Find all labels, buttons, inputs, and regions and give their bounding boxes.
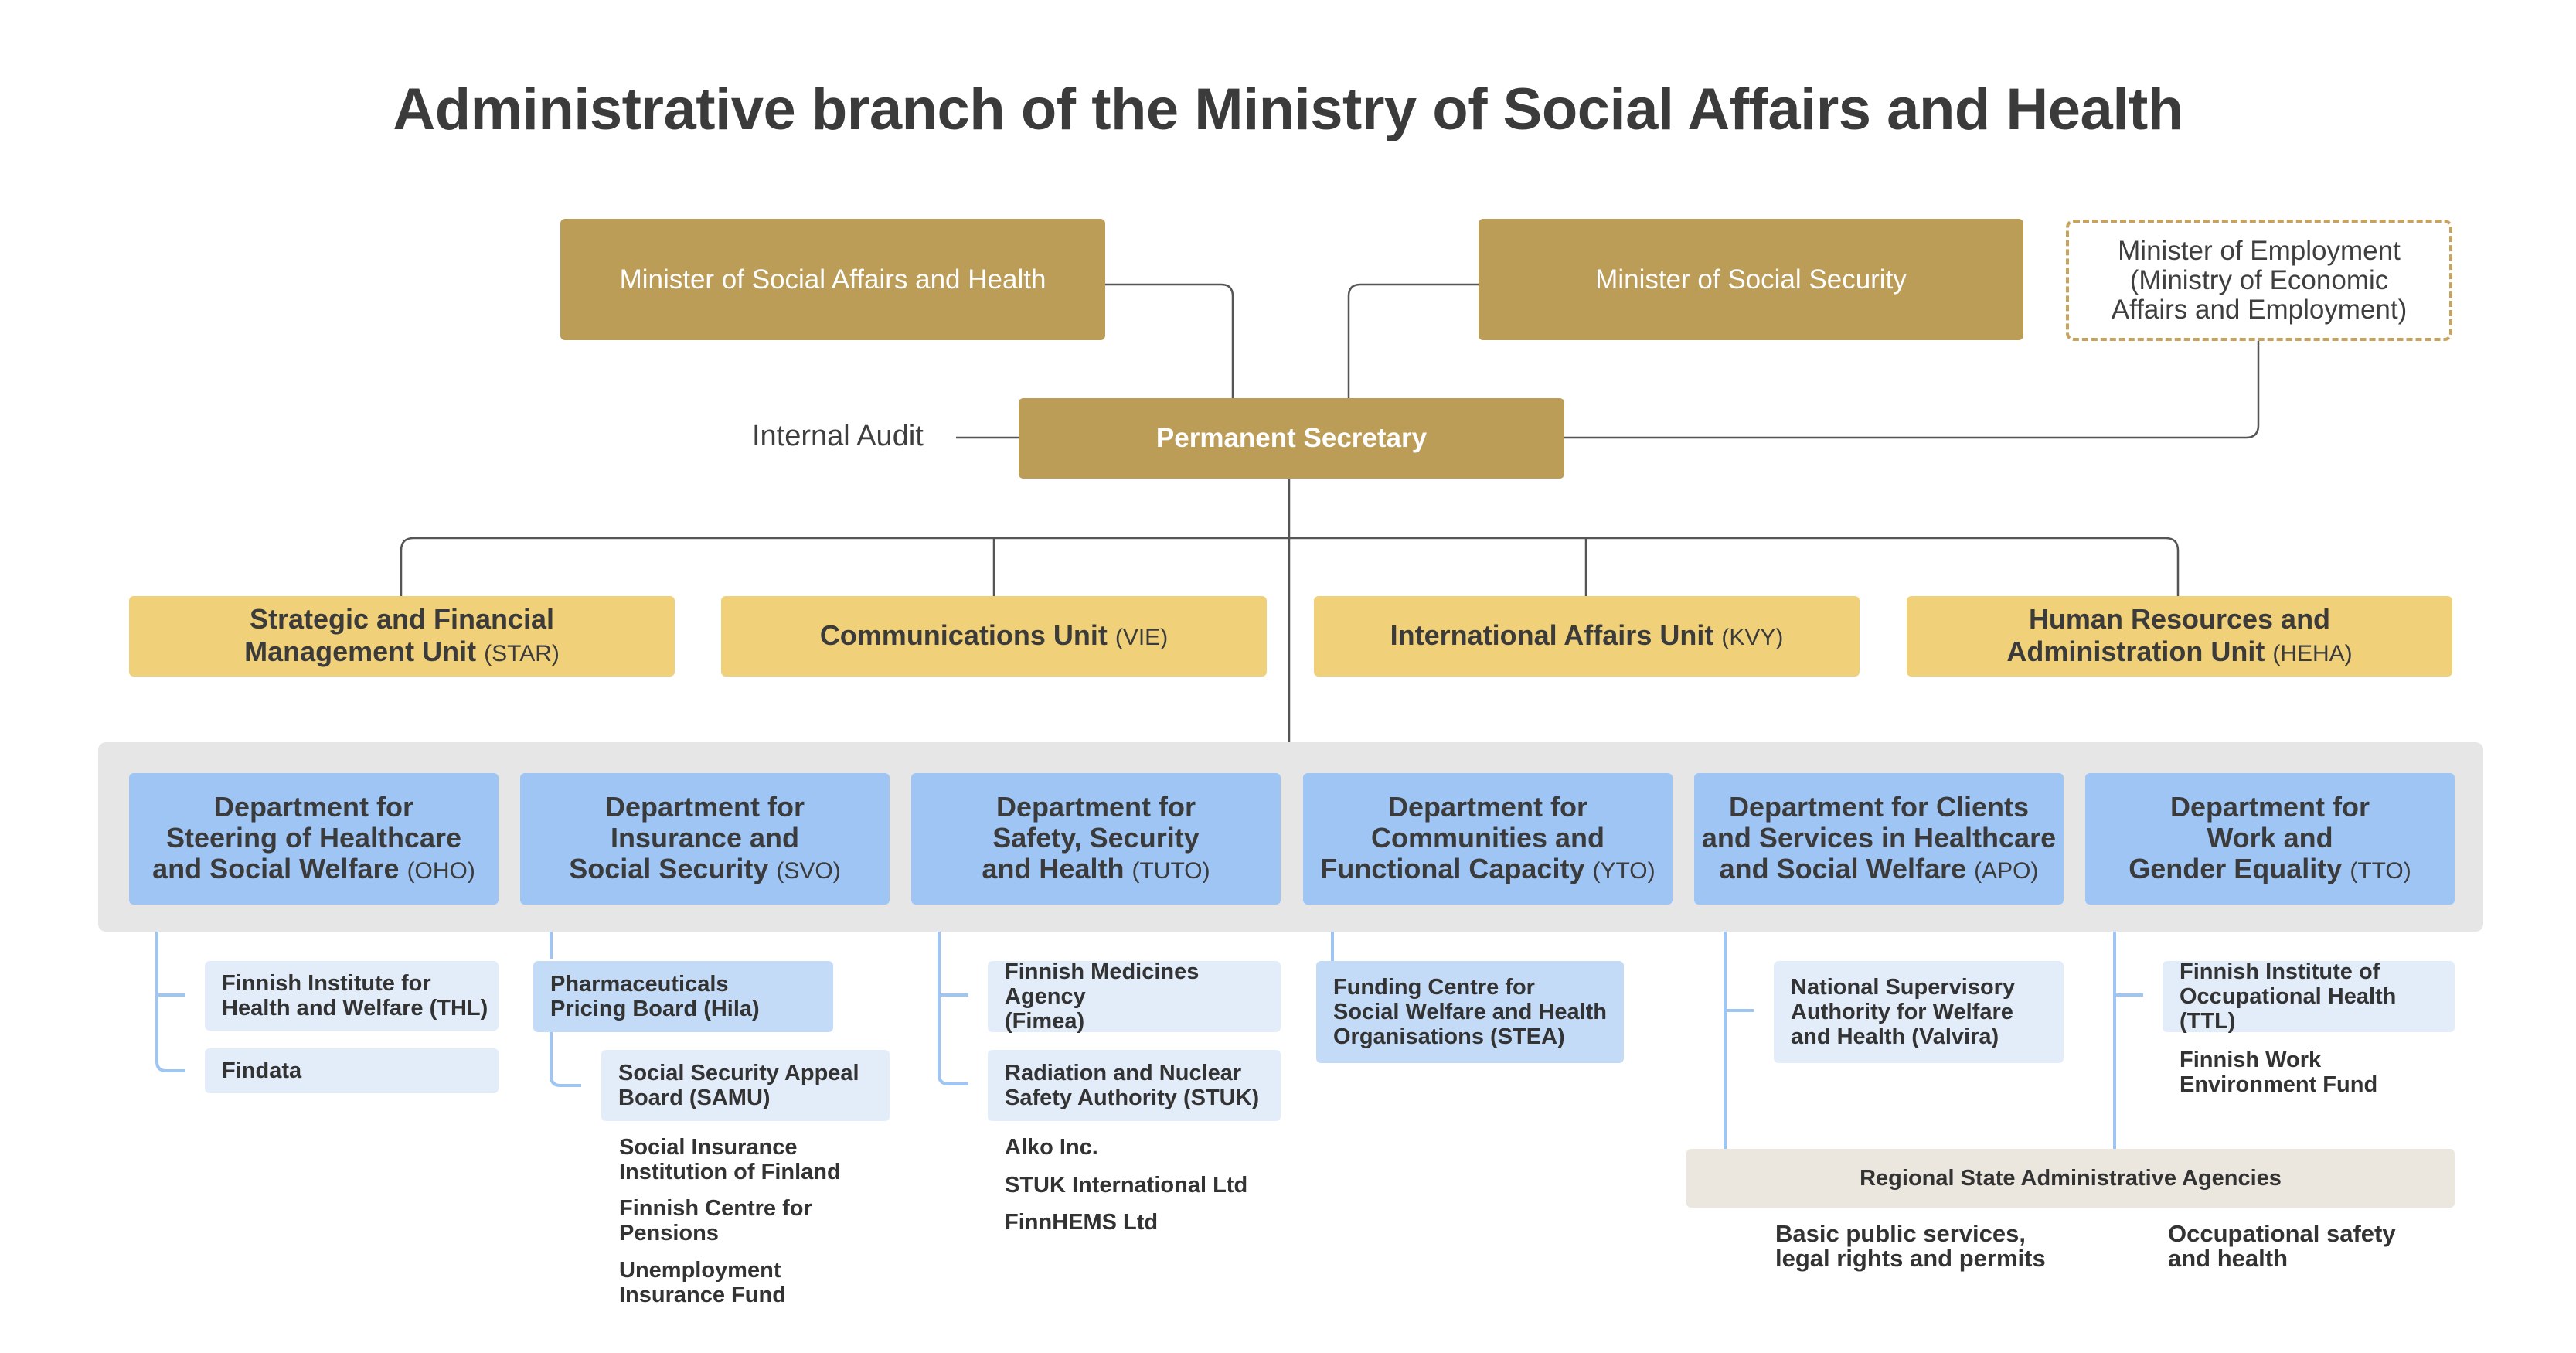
minister-employment-line-1: Minister of Employment [2118, 235, 2401, 266]
agency-fimea: Finnish Medicines Agency (Fimea) [988, 959, 1281, 1034]
agency-samu: Social Security Appeal Board (SAMU) [601, 1050, 890, 1121]
regional-left-responsibility: Basic public services, legal rights and … [1775, 1220, 2046, 1272]
dept-apo: Department for Clients and Services in H… [1694, 773, 2064, 905]
unit-kvy: International Affairs Unit (KVY) [1314, 596, 1860, 676]
dept-apo-line-2: and Services in Healthcare [1701, 821, 2057, 854]
minister-social-affairs-box: Minister of Social Affairs and Health [560, 219, 1105, 340]
agency-findata: Findata [205, 1048, 499, 1093]
dept-yto-abbr: (YTO) [1592, 857, 1656, 884]
agency-finnhems: FinnHEMS Ltd [1005, 1210, 1159, 1235]
dept-yto-line-2: Communities and [1370, 821, 1605, 854]
dept-svo: Department for Insurance and Social Secu… [520, 773, 890, 905]
connector-units-bus [400, 537, 2180, 596]
unit-vie-line-1: Communications Unit (VIE) [819, 619, 1169, 651]
dept-tuto-abbr: (TUTO) [1131, 857, 1210, 884]
agency-tvr: Unemployment Insurance Fund [619, 1258, 786, 1307]
connector-minister-employment [1561, 340, 2260, 439]
agency-thl: Finnish Institute for Health and Welfare… [205, 961, 499, 1031]
connector-minister-social-affairs [1104, 283, 1234, 399]
dept-svo-line-2: Insurance and [610, 821, 800, 854]
dept-oho: Department for Steering of Healthcare an… [129, 773, 499, 905]
unit-vie: Communications Unit (VIE) [721, 596, 1267, 676]
connector-tto [2113, 905, 2143, 1149]
agency-ttl: Finnish Institute of Occupational Health… [2163, 959, 2455, 1034]
chart-title: Administrative branch of the Ministry of… [393, 77, 2183, 142]
dept-oho-abbr: (OHO) [407, 857, 475, 884]
dept-apo-line-1: Department for Clients [1728, 790, 2030, 823]
dept-oho-line-2: Steering of Healthcare [165, 821, 462, 854]
connector-oho [155, 905, 185, 1072]
agency-stea: Funding Centre for Social Welfare and He… [1316, 961, 1624, 1063]
dept-yto-line-3: Functional Capacity (YTO) [1320, 852, 1656, 884]
permanent-secretary-label: Permanent Secretary [1155, 423, 1428, 453]
agency-stuk-international: STUK International Ltd [1005, 1173, 1248, 1198]
dept-svo-line-1: Department for [604, 790, 805, 823]
agency-alko: Alko Inc. [1005, 1135, 1098, 1160]
regional-agencies-label: Regional State Administrative Agencies [1860, 1165, 2282, 1191]
dept-tuto-line-3: and Health (TUTO) [982, 852, 1210, 884]
unit-heha-line-1: Human Resources and [2028, 602, 2331, 635]
minister-social-security-box: Minister of Social Security [1479, 219, 2023, 340]
internal-audit-label: Internal Audit [752, 420, 924, 452]
unit-vie-abbr: (VIE) [1114, 624, 1169, 650]
agency-hila: Pharmaceuticals Pricing Board (Hila) [533, 961, 833, 1032]
unit-heha-abbr: (HEHA) [2272, 640, 2353, 666]
dept-apo-line-3: and Social Welfare (APO) [1719, 852, 2039, 884]
unit-heha: Human Resources and Administration Unit … [1907, 596, 2452, 676]
dept-apo-abbr: (APO) [1974, 857, 2039, 884]
agency-work-environment-fund: Finnish Work Environment Fund [2180, 1048, 2378, 1097]
regional-right-responsibility: Occupational safety and health [2168, 1220, 2396, 1272]
dept-tuto-line-1: Department for [995, 790, 1196, 823]
unit-kvy-abbr: (KVY) [1721, 624, 1784, 650]
dept-tto: Department for Work and Gender Equality … [2085, 773, 2455, 905]
minister-social-security-label: Minister of Social Security [1595, 264, 1907, 295]
agency-kela: Social Insurance Institution of Finland [619, 1135, 841, 1184]
unit-star: Strategic and Financial Management Unit … [129, 596, 675, 676]
unit-star-line-1: Strategic and Financial [249, 602, 555, 635]
agency-stuk: Radiation and Nuclear Safety Authority (… [988, 1050, 1281, 1121]
agency-etk: Finnish Centre for Pensions [619, 1196, 812, 1246]
unit-kvy-line-1: International Affairs Unit (KVY) [1390, 619, 1784, 651]
dept-tuto: Department for Safety, Security and Heal… [911, 773, 1281, 905]
dept-svo-line-3: Social Security (SVO) [569, 852, 841, 884]
dept-tto-abbr: (TTO) [2350, 857, 2411, 884]
minister-employment-line-3: Affairs and Employment) [2111, 294, 2408, 325]
regional-agencies-box: Regional State Administrative Agencies [1686, 1149, 2455, 1208]
unit-star-abbr: (STAR) [484, 640, 560, 666]
minister-social-affairs-label: Minister of Social Affairs and Health [619, 264, 1046, 295]
unit-star-line-2: Management Unit (STAR) [244, 635, 560, 667]
dept-yto: Department for Communities and Functiona… [1303, 773, 1673, 905]
minister-employment-box: Minister of Employment (Ministry of Econ… [2066, 220, 2452, 341]
dept-yto-line-1: Department for [1387, 790, 1588, 823]
dept-oho-line-1: Department for [213, 790, 414, 823]
dept-tto-line-1: Department for [2169, 790, 2370, 823]
minister-employment-line-2: (Ministry of Economic [2129, 264, 2389, 295]
connector-tuto [938, 905, 968, 1085]
dept-oho-line-3: and Social Welfare (OHO) [152, 852, 475, 884]
connector-minister-social-security [1347, 283, 1479, 399]
dept-tuto-line-2: Safety, Security [992, 821, 1200, 854]
permanent-secretary-box: Permanent Secretary [1019, 398, 1564, 479]
connector-apo [1724, 905, 1754, 1149]
dept-tto-line-2: Work and [2207, 821, 2333, 854]
dept-tto-line-3: Gender Equality (TTO) [2129, 852, 2411, 884]
agency-valvira: National Supervisory Authority for Welfa… [1774, 961, 2064, 1063]
unit-heha-line-2: Administration Unit (HEHA) [2006, 635, 2353, 667]
dept-svo-abbr: (SVO) [776, 857, 841, 884]
